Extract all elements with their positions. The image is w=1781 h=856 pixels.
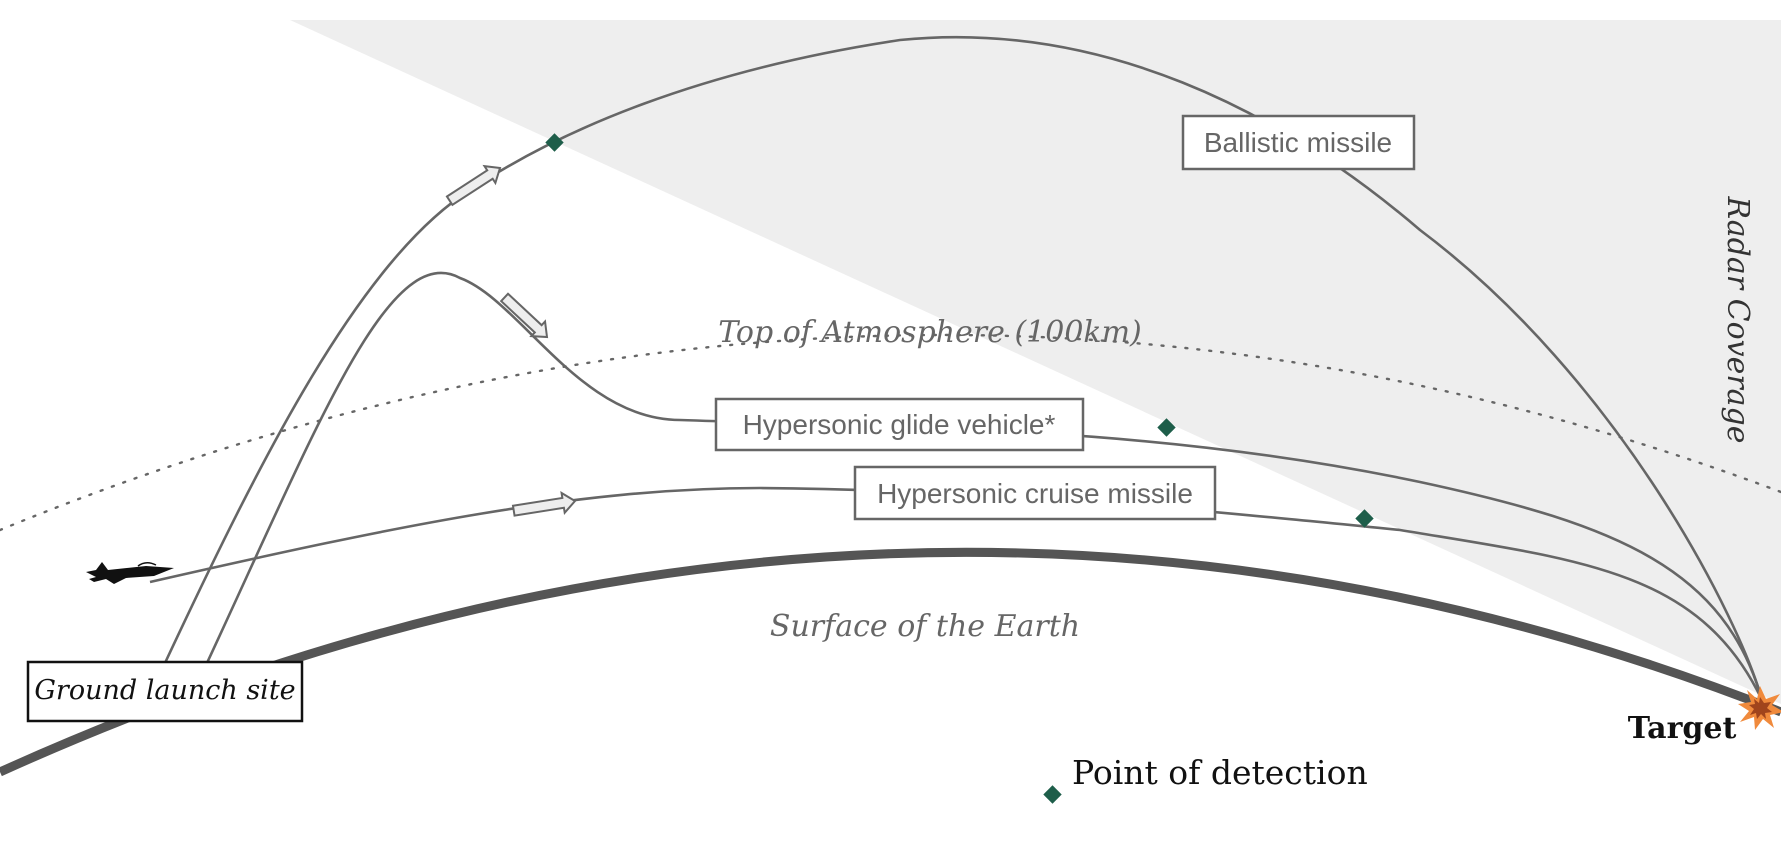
ground-launch-site-label: Ground launch site [34,675,295,706]
ballistic-trajectory [163,35,1764,701]
surface-label: Surface of the Earth [770,609,1080,644]
legend-detection-marker [1043,785,1062,804]
ballistic-label-box [1181,114,1416,171]
ballistic-label: Ballistic missile [1204,127,1392,158]
explosion-icon [1738,686,1781,730]
atmosphere-label: Top of Atmosphere (100km) [718,315,1142,350]
hgv-label: Hypersonic glide vehicle* [743,409,1056,440]
cruise-label-box [853,465,1217,521]
radar-coverage-region [290,20,1781,704]
atmosphere-boundary [0,333,1781,532]
ground-launch-site-box [26,660,304,723]
detection-marker-hgv [1157,418,1176,437]
ballistic-arrow [445,164,502,207]
target-label: Target [1628,711,1737,746]
cruise-arrow [511,491,577,517]
radar-coverage-label: Radar Coverage [1720,195,1755,443]
fighter-jet-icon [86,562,174,584]
detection-marker-cruise [1355,509,1374,528]
hgv-arrow [499,292,549,339]
hgv-label-box [714,397,1085,452]
cruise-label: Hypersonic cruise missile [877,478,1193,509]
legend-detection-label: Point of detection [1072,753,1368,792]
detection-marker-ballistic [545,133,564,152]
